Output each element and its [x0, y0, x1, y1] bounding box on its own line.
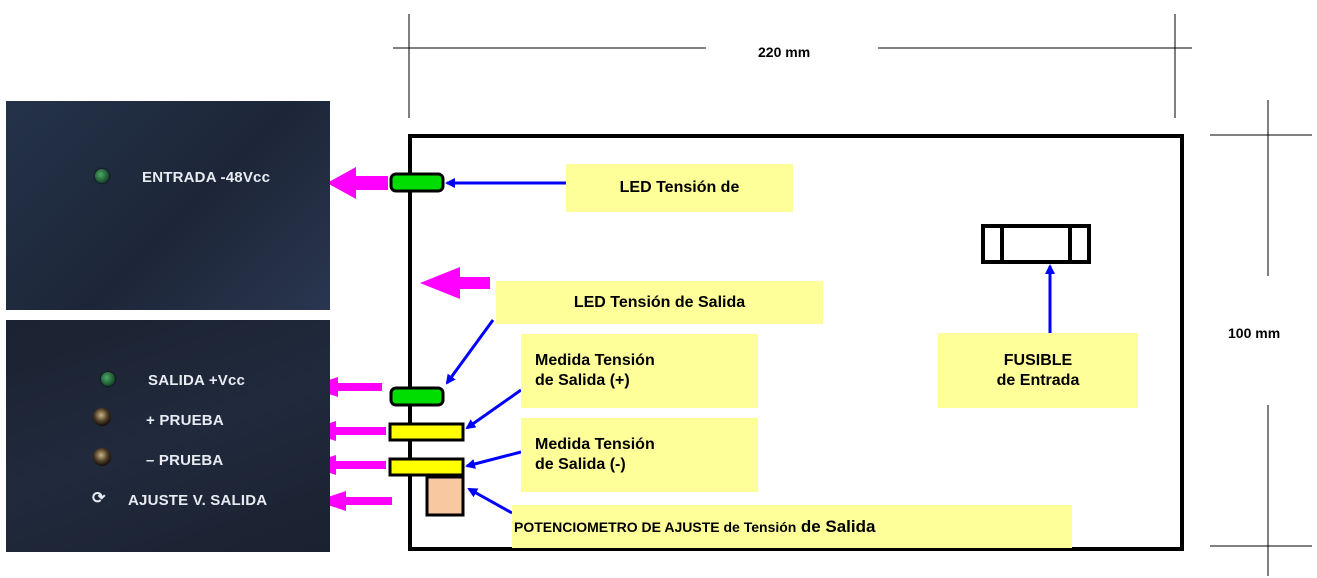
label-led-input: LED Tensión de — [566, 164, 793, 212]
panel-text-salida: SALIDA +Vcc — [148, 372, 246, 389]
magenta-arrow-ajuste — [316, 491, 392, 511]
panel-text-ajuste: AJUSTE V. SALIDA — [128, 492, 268, 509]
label-measure-positive: Medida Tensión de Salida (+) — [521, 334, 758, 408]
panel-led-input — [95, 169, 109, 183]
panel-photo-output: SALIDA +Vcc + PRUEBA – PRUEBA ⟳ AJUSTE V… — [6, 320, 330, 552]
width-dimension-label: 220 mm — [758, 44, 811, 60]
potentiometer-component — [425, 475, 465, 517]
label-potentiometer-suffix: de Salida — [800, 516, 876, 536]
arrow-measure-pos — [465, 388, 522, 430]
led-output-component — [389, 386, 445, 407]
panel-text-prueba-pos: + PRUEBA — [146, 412, 224, 429]
fuse-holder — [981, 224, 1091, 264]
panel-jack-positive — [93, 408, 111, 426]
board-outline — [408, 134, 1184, 551]
magenta-arrow-input — [327, 167, 388, 199]
test-point-positive — [388, 422, 465, 442]
width-dimension — [393, 14, 1192, 118]
test-point-negative — [388, 457, 465, 477]
magenta-arrow-middle — [420, 267, 490, 299]
panel-adjust-icon: ⟳ — [92, 490, 106, 507]
led-input-component — [389, 172, 445, 193]
height-dimension — [1210, 100, 1312, 576]
callout-arrows — [445, 178, 1055, 515]
label-potentiometer: POTENCIOMETRO DE AJUSTE de Tensión de Sa… — [512, 505, 1072, 548]
height-dimension-label: 100 mm — [1228, 325, 1281, 341]
panel-text-prueba-neg: – PRUEBA — [146, 452, 224, 469]
panel-text-entrada: ENTRADA -48Vcc — [142, 169, 271, 186]
arrow-measure-neg — [465, 450, 522, 469]
label-potentiometer-prefix: POTENCIOMETRO DE AJUSTE de Tensión — [514, 518, 797, 535]
panel-jack-negative — [93, 448, 111, 466]
panel-photo-input: ENTRADA -48Vcc — [6, 101, 330, 310]
label-led-output: LED Tensión de Salida — [496, 281, 823, 324]
label-measure-negative: Medida Tensión de Salida (-) — [521, 418, 758, 492]
arrow-potentiometer — [467, 487, 513, 515]
label-fuse: FUSIBLE de Entrada — [938, 333, 1138, 408]
panel-led-output — [101, 372, 115, 386]
arrow-led-output — [445, 319, 495, 385]
